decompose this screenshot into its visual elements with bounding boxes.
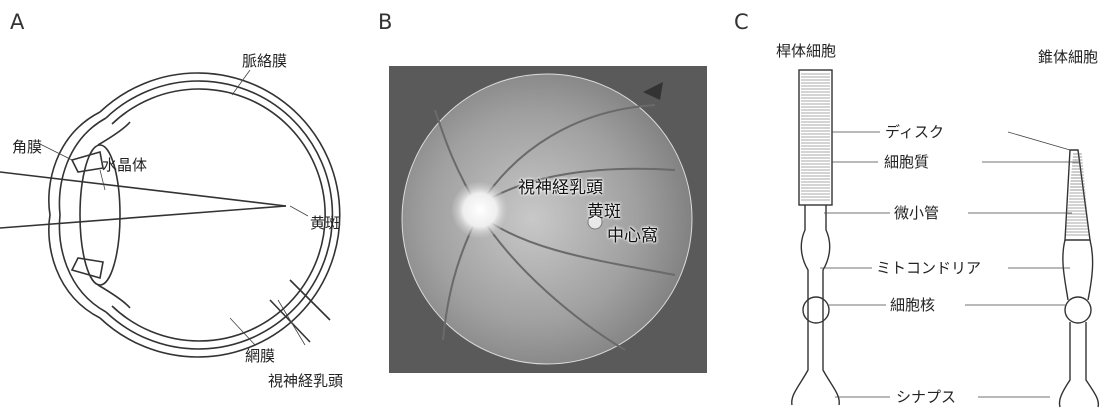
light-ray-upper (0, 172, 286, 206)
fundus-photo-image (375, 0, 720, 415)
retina-layer (112, 89, 325, 341)
label-mitochondria: ミトコンドリア (874, 259, 983, 277)
choroid-layer (106, 81, 332, 349)
label-choroid: 脈絡膜 (242, 52, 287, 70)
rod-cell-shape (792, 70, 840, 405)
label-lens: 水晶体 (102, 156, 147, 174)
light-ray-lower (0, 206, 286, 228)
leader-macula (290, 206, 308, 216)
fundus-label-macula: 黄斑 (587, 202, 621, 222)
label-synapse: シナプス (894, 388, 958, 406)
leader-cornea (38, 143, 72, 160)
label-optic-disc: 視神経乳頭 (268, 372, 343, 390)
fundus-label-optic-disc: 視神経乳頭 (518, 178, 603, 198)
label-retina: 網膜 (245, 347, 275, 365)
label-cytoplasm: 細胞質 (882, 153, 931, 171)
label-disc: ディスク (883, 123, 946, 141)
optic-disc-spot (452, 182, 508, 238)
label-macula: 黄斑 (310, 214, 340, 232)
fundus-label-fovea: 中心窩 (607, 226, 658, 246)
cornea-outline (49, 112, 100, 318)
rod-discs (801, 74, 830, 200)
eye-cross-section-drawing (0, 0, 375, 415)
panel-a-eye-cross-section: A (0, 0, 375, 415)
ciliary-body-lower (98, 285, 130, 308)
cone-cell-shape (1059, 150, 1098, 407)
label-microtubule: 微小管 (892, 204, 941, 222)
label-nucleus: 細胞核 (888, 296, 937, 314)
optic-nerve (270, 280, 330, 342)
leader-optic-disc (278, 300, 305, 345)
panel-c-photoreceptors: C 桿体細胞 錐体細胞 (720, 0, 1118, 415)
ciliary-body-upper (98, 122, 130, 145)
panel-b-fundus-photo: B 視神経乳頭 黄斑 中 (375, 0, 720, 415)
label-cornea: 角膜 (12, 138, 42, 156)
sclera-outline (100, 73, 340, 357)
